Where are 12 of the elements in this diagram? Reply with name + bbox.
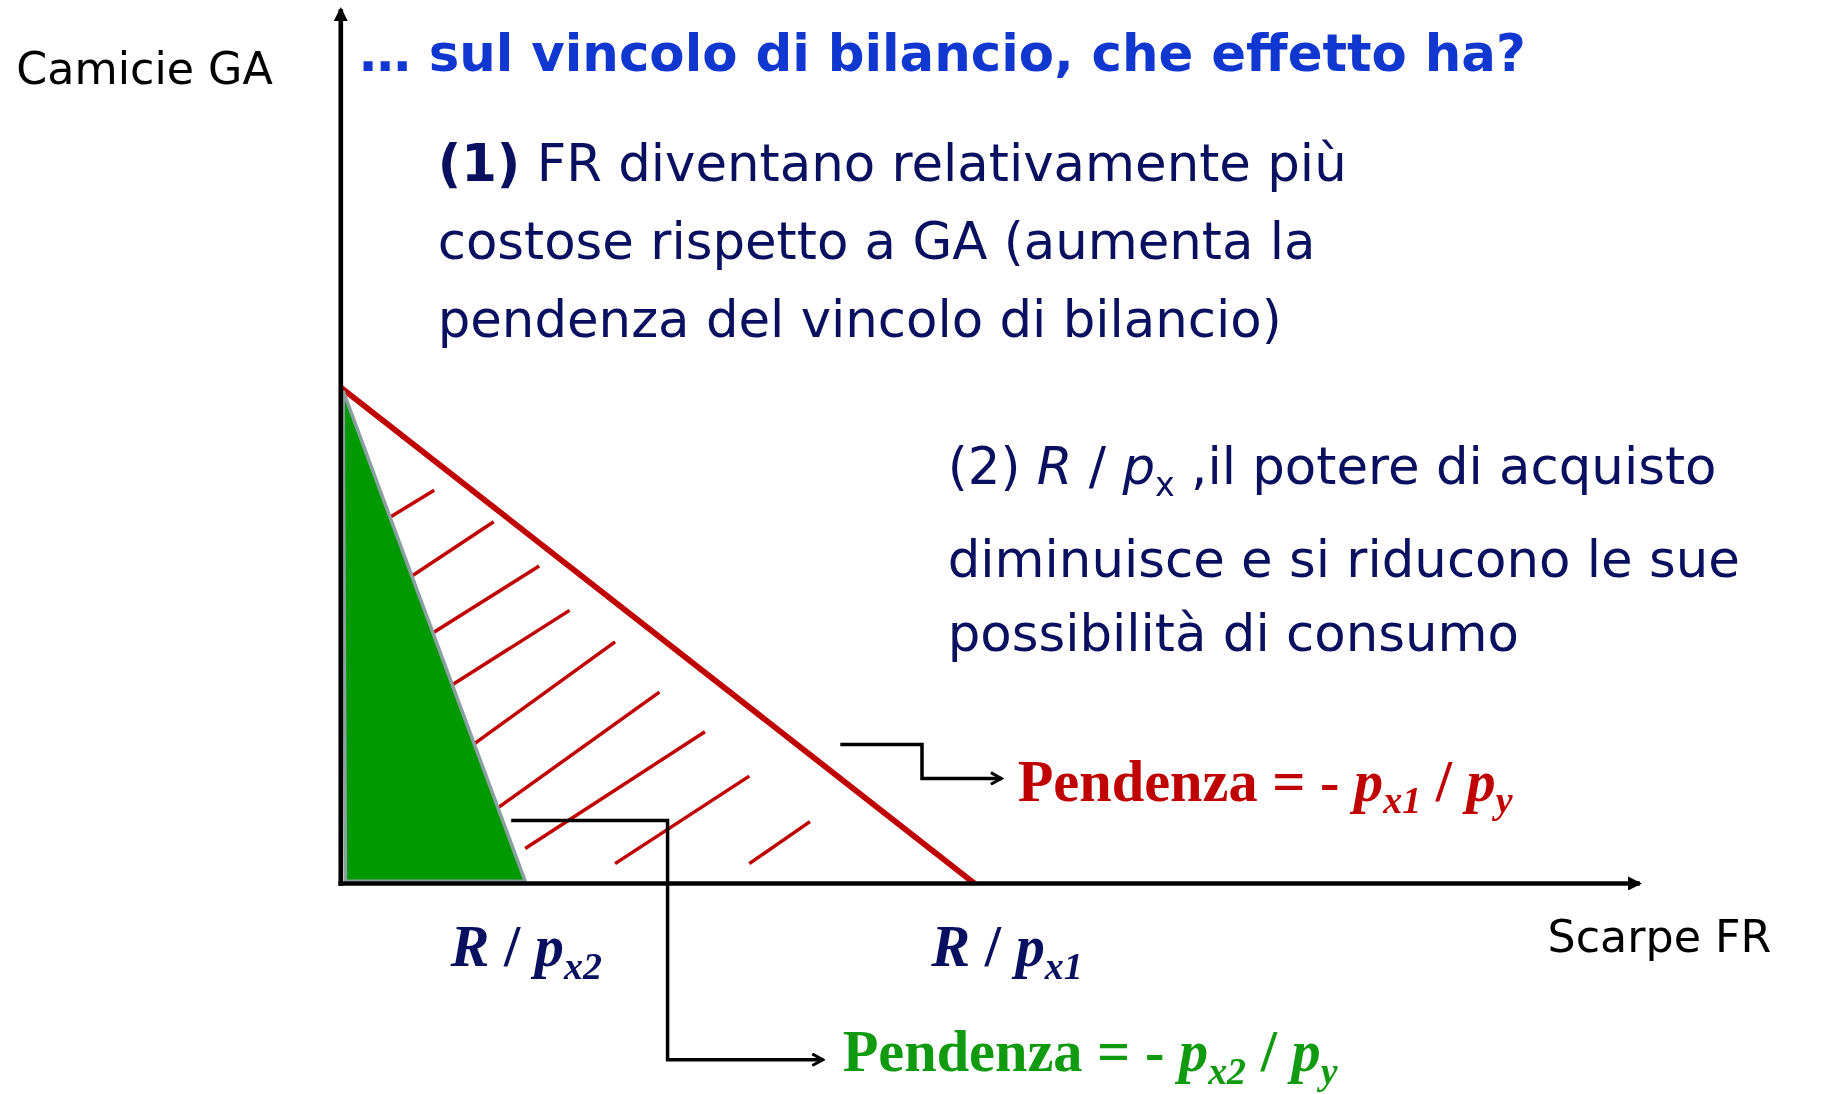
leader-arrow (511, 818, 825, 1067)
slope-formula: Pendenza = - p$_{x2}$ / p$_{y}$ (842, 1015, 1338, 1094)
budget-triangle (341, 389, 528, 883)
explanation-text: (1) FR diventano relativamente più costose rispetto a GA (aumenta la pendenza del vincolo di bilancio) (437, 132, 1348, 351)
explanation-text: (2) R / p$_{x}$ ,il potere di acquisto diminuisce e si riducono le sue possibilità di consumo (947, 435, 1741, 665)
intercept-label: R / p$_{x2}$ (450, 912, 602, 990)
axis-label: Camicie GA (16, 42, 273, 97)
leader-arrow (840, 742, 1003, 786)
slide-title: … sul vincolo di bilancio, che effetto ha? (359, 22, 1526, 85)
slope-formula: Pendenza = - p$_{x1}$ / p$_{y}$ (1017, 744, 1513, 825)
intercept-label: R / p$_{x1}$ (931, 912, 1083, 990)
axis-label: Scarpe FR (1547, 910, 1772, 965)
